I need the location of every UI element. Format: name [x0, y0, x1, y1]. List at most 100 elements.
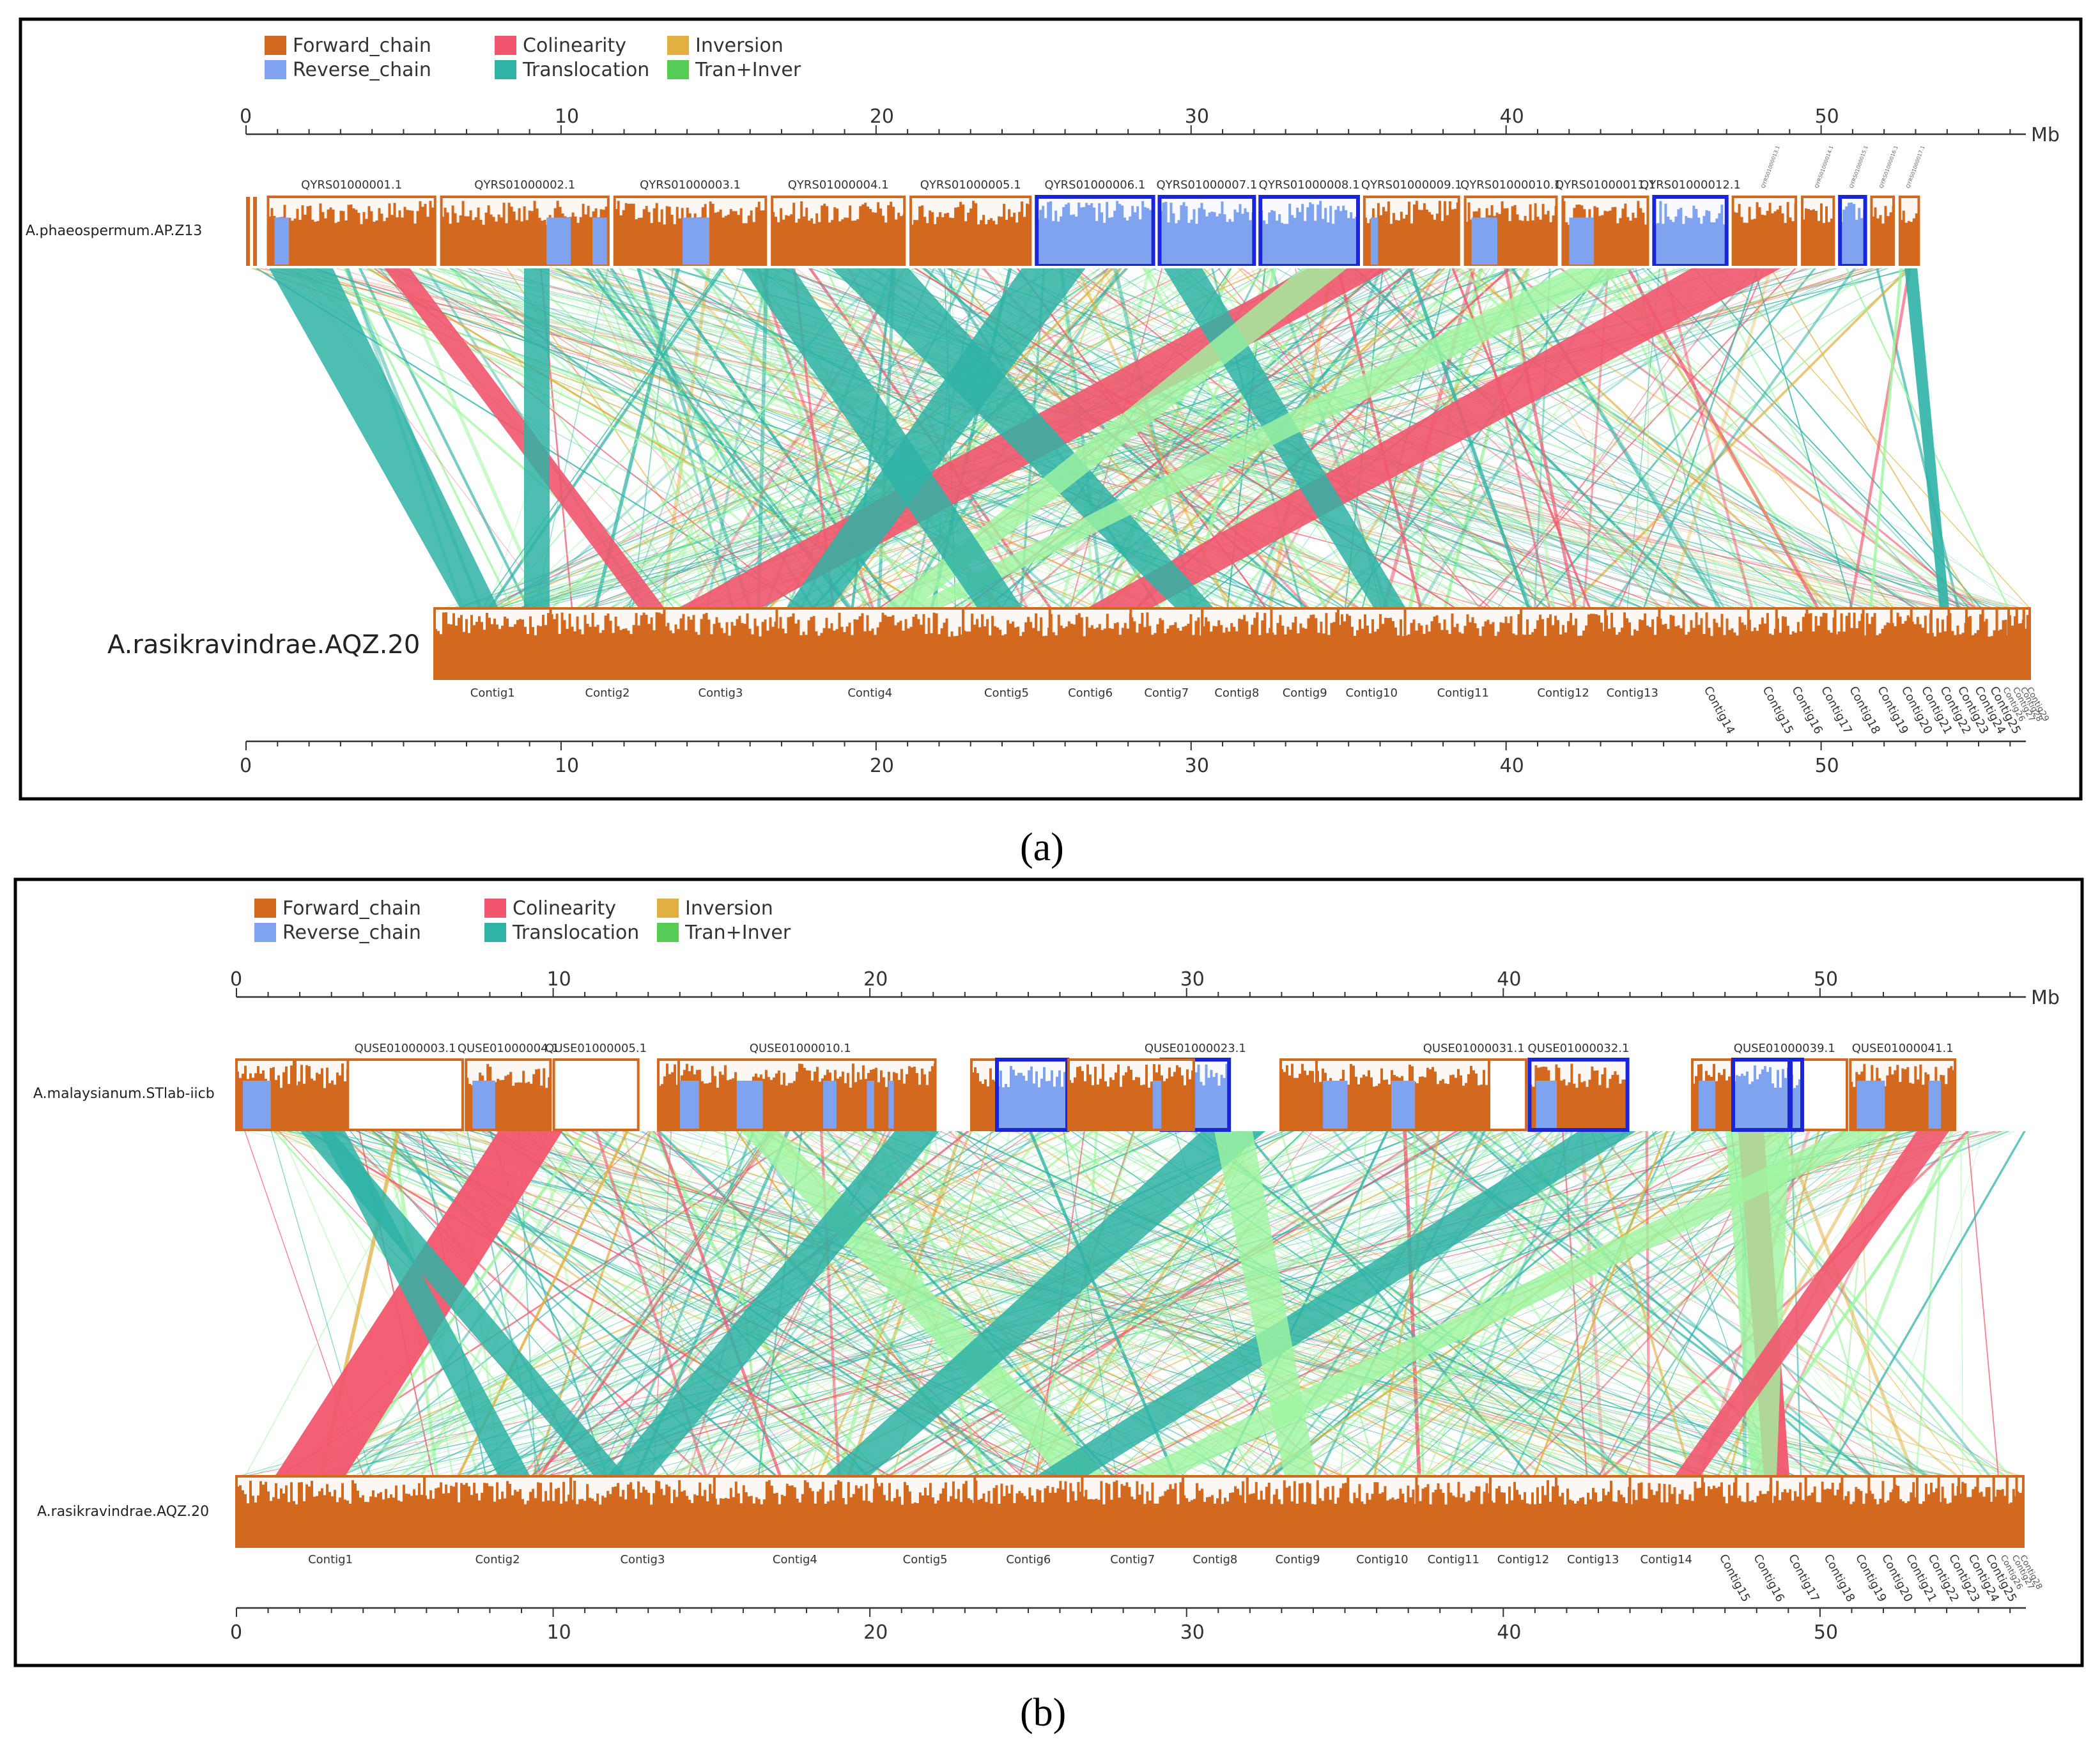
top-contig-QYRS01000004.1 — [771, 196, 906, 267]
legend-swatch-inversion — [657, 899, 679, 918]
top-contig-QYRS01000005.1 — [909, 196, 1032, 267]
bottom-contig-label: Contig3 — [699, 686, 743, 700]
synteny-link — [907, 1131, 1843, 1476]
bottom-contig-Contig17 — [1770, 1475, 1807, 1548]
bottom-contig-label: Contig1 — [308, 1553, 353, 1566]
synteny-link — [1665, 267, 1773, 608]
synteny-link — [591, 1131, 881, 1476]
contig-border — [1789, 1058, 1804, 1132]
bottom-contig-Contig23 — [1947, 607, 1968, 680]
top-contig-label: QYRS01000003.1 — [640, 178, 741, 192]
synteny-link — [578, 1131, 707, 1476]
bottom-contig-label: Contig8 — [1214, 686, 1259, 700]
contig-coverage-profile — [614, 197, 766, 225]
synteny-link — [452, 267, 1468, 608]
contig-coverage-profile — [1049, 608, 1132, 637]
synteny-link — [1088, 267, 1977, 608]
synteny-link — [353, 267, 1821, 608]
bottom-contig-label: Contig11 — [1437, 686, 1489, 700]
bottom-contig-Contig23 — [1937, 1475, 1961, 1548]
synteny-link — [595, 1131, 1148, 1476]
legend-label-translocation: Translocation — [522, 59, 649, 81]
top-contig-QUSE01000041.1 — [1849, 1058, 1957, 1131]
bottom-contig-Contig13 — [1554, 1475, 1632, 1548]
synteny-link — [1849, 267, 1911, 608]
bottom-contig-label: Contig6 — [1006, 1553, 1051, 1566]
synteny-link — [1533, 1131, 1669, 1476]
synteny-link — [1645, 267, 1971, 608]
contig-coverage-profile — [1183, 1476, 1247, 1504]
contig-coverage-profile — [1982, 608, 1998, 637]
legend-label-reverse: Reverse_chain — [282, 922, 421, 944]
bottom-contig-Contig8 — [1201, 607, 1273, 680]
legend-label-tran_inver: Tran+Inver — [695, 59, 801, 81]
contig-coverage-profile — [1871, 197, 1895, 224]
top-contig-label: QUSE01000005.1 — [545, 1042, 647, 1055]
synteny-link — [1411, 1131, 1816, 1476]
synteny-link — [1960, 1131, 1964, 1476]
panel-a-bottom-axis-tick-label: 20 — [870, 755, 894, 777]
contig-coverage-profile — [1802, 197, 1835, 223]
top-contig-QYRS01000014.1 — [1801, 196, 1835, 267]
legend-label-colinearity: Colinearity — [523, 35, 626, 57]
contig-reverse-segments — [274, 217, 290, 266]
bottom-contig-Contig17 — [1805, 607, 1837, 680]
synteny-link — [594, 267, 853, 608]
bottom-contig-Contig15 — [1747, 607, 1778, 680]
synteny-link — [1386, 267, 1888, 608]
synteny-link — [516, 267, 1651, 608]
synteny-link — [297, 267, 1885, 608]
contig-coverage-profile — [1949, 608, 1967, 635]
legend-swatch-forward — [265, 36, 286, 55]
legend-label-forward: Forward_chain — [282, 897, 421, 920]
contig-reverse-segments — [1699, 1081, 1716, 1130]
synteny-link — [331, 1131, 1040, 1476]
synteny-link — [1302, 267, 1700, 608]
top-contig-QUSE01000010.1 — [663, 1058, 937, 1131]
synteny-link — [1012, 267, 1667, 608]
bottom-contig-label: Contig8 — [1193, 1553, 1237, 1566]
bottom-contig-label: Contig1 — [470, 686, 515, 700]
contig-coverage-profile — [1659, 608, 1749, 637]
top-contig-label: QYRS01000017.1 — [1905, 145, 1926, 189]
synteny-link — [535, 267, 609, 608]
synteny-link — [1445, 1131, 1922, 1476]
top-contig-label: QUSE01000023.1 — [1145, 1042, 1246, 1055]
synteny-link — [1405, 267, 1877, 608]
synteny-link — [286, 267, 2005, 608]
contig-coverage-profile — [1202, 608, 1272, 635]
synteny-link — [1717, 267, 2031, 608]
contig-coverage-profile — [975, 1476, 1083, 1504]
bottom-contig-Contig2 — [549, 607, 666, 680]
contig-reverse-segments — [1370, 217, 1378, 266]
contig-reverse-segments — [1857, 1081, 1942, 1130]
contig-coverage-profile — [1748, 608, 1777, 635]
synteny-link — [276, 267, 1215, 608]
synteny-link — [1051, 267, 2015, 608]
bottom-contig-label: Contig3 — [620, 1553, 665, 1566]
bottom-contig-Contig5 — [874, 1475, 977, 1548]
synteny-link — [479, 1131, 1306, 1476]
contig-reverse-segments — [1323, 1081, 1416, 1130]
legend-label-inversion: Inversion — [695, 35, 784, 57]
bottom-contig-Contig22 — [1929, 607, 1950, 680]
contig-coverage-profile — [1630, 1476, 1704, 1504]
contig-coverage-profile — [1605, 608, 1660, 636]
top-contig-small — [1789, 1058, 1804, 1132]
bottom-contig-Contig29 — [2022, 607, 2032, 680]
contig-coverage-profile — [1556, 1476, 1630, 1505]
bottom-contig-label: Contig13 — [1567, 1553, 1619, 1566]
synteny-link — [1380, 1131, 2016, 1476]
legend-panel-a: Forward_chainReverse_chainColinearityTra… — [265, 35, 801, 81]
panel-a-frame — [19, 17, 2083, 801]
synteny-link — [253, 267, 877, 608]
bottom-contig-Contig20 — [1867, 1475, 1896, 1548]
top-contig-label: QYRS01000004.1 — [788, 178, 889, 192]
synteny-link — [1293, 1131, 1671, 1476]
contig-coverage-profile — [997, 1060, 1069, 1088]
synteny-link — [1463, 1131, 2006, 1476]
synteny-link — [1240, 1131, 2016, 1476]
bottom-contig-label: Contig7 — [1110, 1553, 1155, 1566]
synteny-link — [328, 1131, 1089, 1476]
